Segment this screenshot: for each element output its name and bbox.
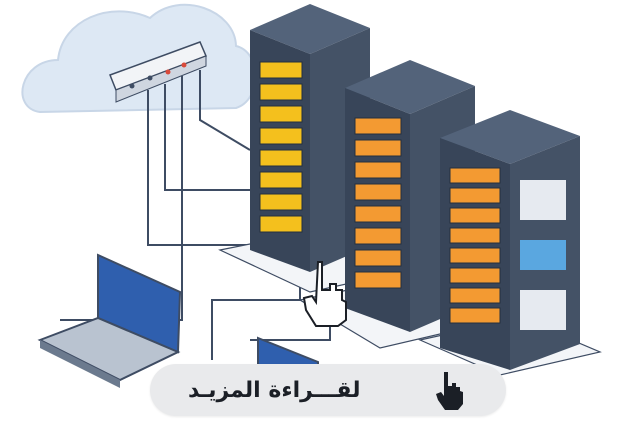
read-more-button[interactable]: لقـــراءة المزيـد xyxy=(150,364,506,416)
cloud-icon xyxy=(21,3,257,114)
pointing-hand-icon xyxy=(302,261,347,327)
server-rack-icon xyxy=(440,110,580,370)
read-more-label: لقـــراءة المزيـد xyxy=(188,377,361,403)
laptop-icon xyxy=(37,253,182,388)
pointing-hand-icon xyxy=(436,372,463,410)
router-icon xyxy=(109,41,207,103)
